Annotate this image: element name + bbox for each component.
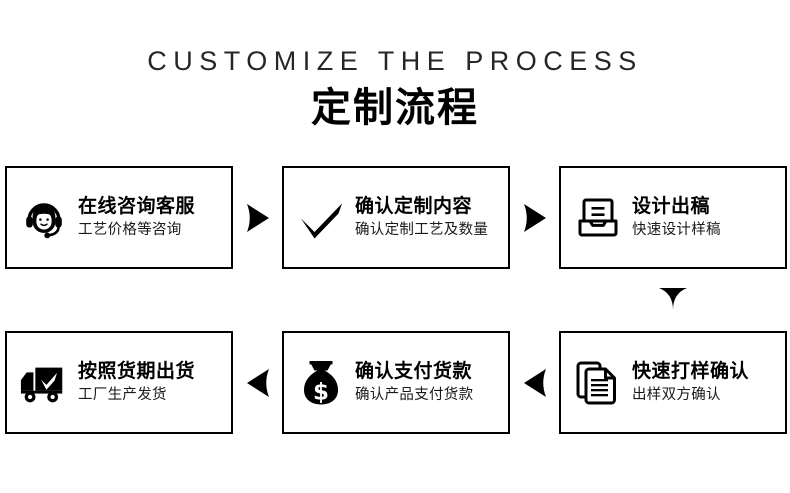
step-subtitle: 出样双方确认 (632, 387, 721, 403)
process-flow-row-top: 在线咨询客服 工艺价格等咨询 确认定制内容 确认定制工艺及数量 (5, 166, 787, 269)
step-title: 在线咨询客服 (78, 195, 196, 217)
process-step-text: 按照货期出货 工厂生产发货 (78, 359, 195, 406)
stacked-documents-icon (573, 358, 623, 408)
process-step-text: 设计出稿 快速设计样稿 (632, 194, 721, 241)
arrow-right-icon-2 (515, 166, 555, 269)
arrow-left-icon-1 (238, 331, 278, 434)
step-title: 设计出稿 (632, 195, 711, 217)
delivery-truck-check-icon (19, 358, 69, 408)
step-title: 确认定制内容 (355, 195, 473, 217)
process-step-online-consult[interactable]: 在线咨询客服 工艺价格等咨询 (5, 166, 233, 269)
step-title: 按照货期出货 (78, 360, 196, 382)
page-title-english: CUSTOMIZE THE PROCESS (147, 46, 643, 76)
arrow-down-icon (653, 282, 693, 316)
page-header: CUSTOMIZE THE PROCESS 定制流程 (0, 0, 790, 134)
step-subtitle: 确认产品支付货款 (355, 387, 474, 403)
money-bag-dollar-icon: $ (296, 358, 346, 408)
process-step-text: 确认定制内容 确认定制工艺及数量 (355, 194, 488, 241)
step-subtitle: 快速设计样稿 (632, 222, 721, 238)
step-subtitle: 工厂生产发货 (78, 387, 167, 403)
step-title: 快速打样确认 (632, 360, 750, 382)
step-subtitle: 确认定制工艺及数量 (355, 222, 489, 238)
page-title-chinese: 定制流程 (311, 85, 479, 131)
process-flow-row-bottom: 按照货期出货 工厂生产发货 $ 确认支付货款 确认产品支付货款 (5, 331, 787, 434)
inbox-tray-document-icon (573, 193, 623, 243)
process-step-text: 在线咨询客服 工艺价格等咨询 (78, 194, 195, 241)
svg-text:$: $ (313, 379, 329, 405)
arrow-right-icon-1 (238, 166, 278, 269)
headset-support-icon (19, 193, 69, 243)
process-step-design-draft[interactable]: 设计出稿 快速设计样稿 (559, 166, 787, 269)
step-title: 确认支付货款 (355, 360, 473, 382)
arrow-left-icon-2 (515, 331, 555, 434)
process-step-sample-confirm[interactable]: 快速打样确认 出样双方确认 (559, 331, 787, 434)
process-step-confirm-content[interactable]: 确认定制内容 确认定制工艺及数量 (282, 166, 510, 269)
checkmark-icon (296, 193, 346, 243)
process-step-text: 确认支付货款 确认产品支付货款 (355, 359, 473, 406)
step-subtitle: 工艺价格等咨询 (78, 222, 182, 238)
process-step-payment[interactable]: $ 确认支付货款 确认产品支付货款 (282, 331, 510, 434)
process-step-text: 快速打样确认 出样双方确认 (632, 359, 749, 406)
process-step-shipping[interactable]: 按照货期出货 工厂生产发货 (5, 331, 233, 434)
